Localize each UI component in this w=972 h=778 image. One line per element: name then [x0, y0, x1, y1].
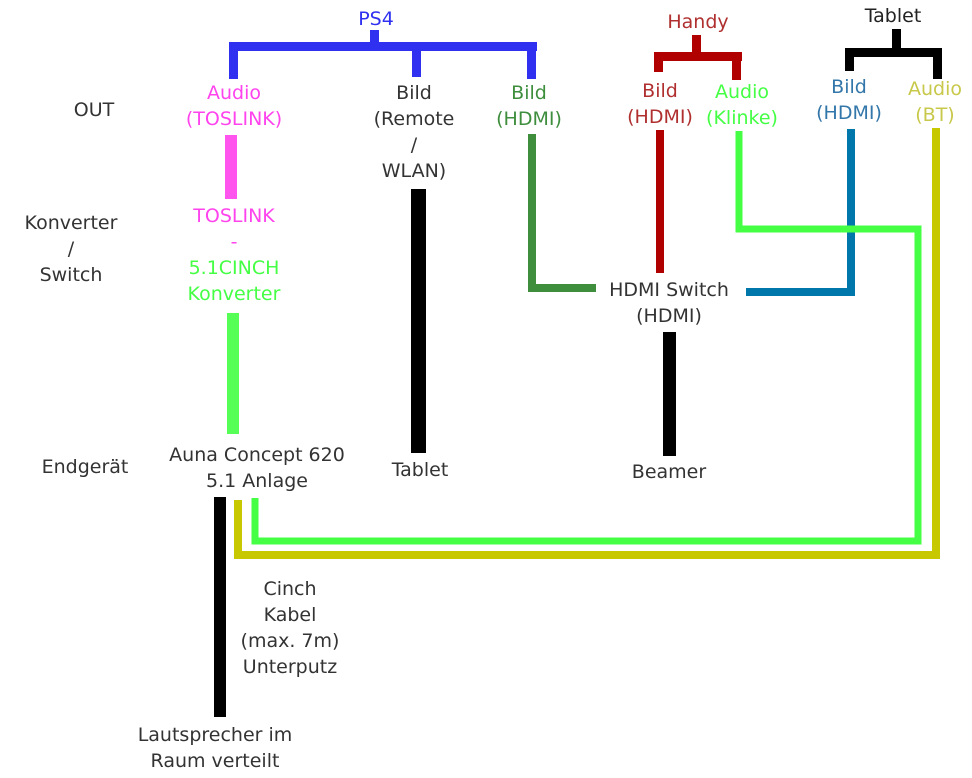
cable-note-line: (max. 7m) [240, 630, 340, 652]
ps4-bracket [229, 30, 537, 79]
converter-line: - [230, 231, 238, 253]
source-ps4: PS4 [358, 6, 394, 32]
handy-hdmi-cable [656, 130, 664, 273]
row-label-konverter: Konverter / Switch [25, 210, 118, 288]
device-beamer-text: Beamer [631, 461, 707, 483]
row-label-line: / [67, 238, 75, 260]
output-line: (TOSLINK) [185, 108, 283, 130]
tablet-bracket [845, 29, 942, 79]
output-line: / [410, 134, 418, 156]
row-label-line: Switch [39, 264, 103, 286]
speakers: Lautsprecher im Raum verteilt [138, 722, 293, 774]
cable-note-line: Unterputz [242, 656, 338, 678]
tablet-stub [892, 29, 901, 51]
device-line: Auna Concept 620 [169, 444, 345, 466]
row-label-endgeraet-text: Endgerät [41, 456, 129, 478]
beamer-hdmi-cable [663, 332, 676, 456]
handy-leg-bild [654, 52, 663, 72]
output-line: Audio [907, 78, 963, 100]
output-tablet-bild: Bild (HDMI) [816, 74, 882, 126]
output-line: Audio [206, 82, 261, 104]
source-tablet: Tablet [865, 3, 922, 29]
ps4-leg-audio [229, 42, 238, 79]
cable-note: Cinch Kabel (max. 7m) Unterputz [241, 576, 340, 680]
ps4-leg-hdmi [527, 42, 536, 79]
output-ps4-bild-hdmi: Bild (HDMI) [496, 80, 562, 132]
ps4-bar [229, 42, 537, 51]
output-line: (BT) [915, 104, 955, 126]
klinke-cable [251, 131, 922, 545]
device-beamer: Beamer [632, 459, 706, 485]
hdmi-switch: HDMI Switch (HDMI) [609, 277, 729, 329]
speakers-line: Raum verteilt [150, 750, 280, 772]
ps4-hdmi-cable [528, 134, 596, 292]
speakers-line: Lautsprecher im [137, 724, 293, 746]
handy-leg-audio [732, 52, 741, 80]
device-tablet-text: Tablet [391, 459, 449, 481]
tablet-bar [845, 48, 942, 57]
toslink-cable [225, 135, 237, 199]
converter-line: Konverter [187, 283, 281, 305]
row-label-out-text: OUT [73, 99, 115, 121]
row-label-endgeraet: Endgerät [42, 454, 129, 480]
cable-note-line: Cinch [263, 578, 317, 600]
output-ps4-audio: Audio (TOSLINK) [186, 80, 282, 132]
ps4-stub [370, 30, 379, 44]
wlan-link [411, 189, 426, 453]
source-tablet-text: Tablet [864, 5, 922, 27]
device-auna: Auna Concept 620 5.1 Anlage [169, 442, 345, 494]
handy-bracket [654, 35, 742, 80]
source-handy: Handy [667, 9, 728, 35]
device-tablet: Tablet [392, 457, 449, 483]
output-handy-bild: Bild (HDMI) [627, 78, 693, 130]
hdmi-switch-line: HDMI Switch [609, 279, 729, 301]
handy-stub [692, 35, 701, 55]
output-line: Bild [642, 80, 678, 102]
tablet-leg-audio [933, 48, 942, 79]
toslink-cinch-converter: TOSLINK - 5.1CINCH Konverter [188, 203, 281, 307]
row-label-out: OUT [74, 97, 114, 123]
tablet-hdmi-cable [746, 129, 855, 296]
output-line: (HDMI) [627, 106, 693, 128]
output-line: (Remote [373, 108, 455, 130]
output-line: Audio [714, 81, 769, 103]
speaker-cinch-cable [214, 497, 226, 717]
row-label-line: Konverter [24, 212, 118, 234]
source-ps4-text: PS4 [358, 8, 394, 30]
cable-note-line: Kabel [263, 604, 317, 626]
output-line: Bild [831, 76, 867, 98]
converter-line: 5.1CINCH [188, 257, 280, 279]
output-ps4-bild-remote: Bild (Remote / WLAN) [374, 80, 455, 184]
output-handy-audio: Audio (Klinke) [706, 79, 778, 131]
ps4-leg-remote [412, 42, 421, 77]
output-line: Bild [511, 82, 547, 104]
tablet-leg-bild [845, 48, 854, 71]
source-handy-text: Handy [667, 11, 729, 33]
output-line: (HDMI) [816, 102, 882, 124]
converter-line: TOSLINK [193, 205, 275, 227]
output-line: (HDMI) [496, 108, 562, 130]
handy-bar [654, 52, 742, 61]
cinch-cable-to-auna [227, 313, 239, 434]
bt-link [234, 128, 940, 559]
device-line: 5.1 Anlage [206, 470, 308, 492]
output-line: (Klinke) [706, 107, 778, 129]
output-line: WLAN) [381, 160, 447, 182]
hdmi-switch-line: (HDMI) [636, 305, 702, 327]
output-tablet-audio: Audio (BT) [908, 76, 962, 128]
output-line: Bild [396, 82, 432, 104]
